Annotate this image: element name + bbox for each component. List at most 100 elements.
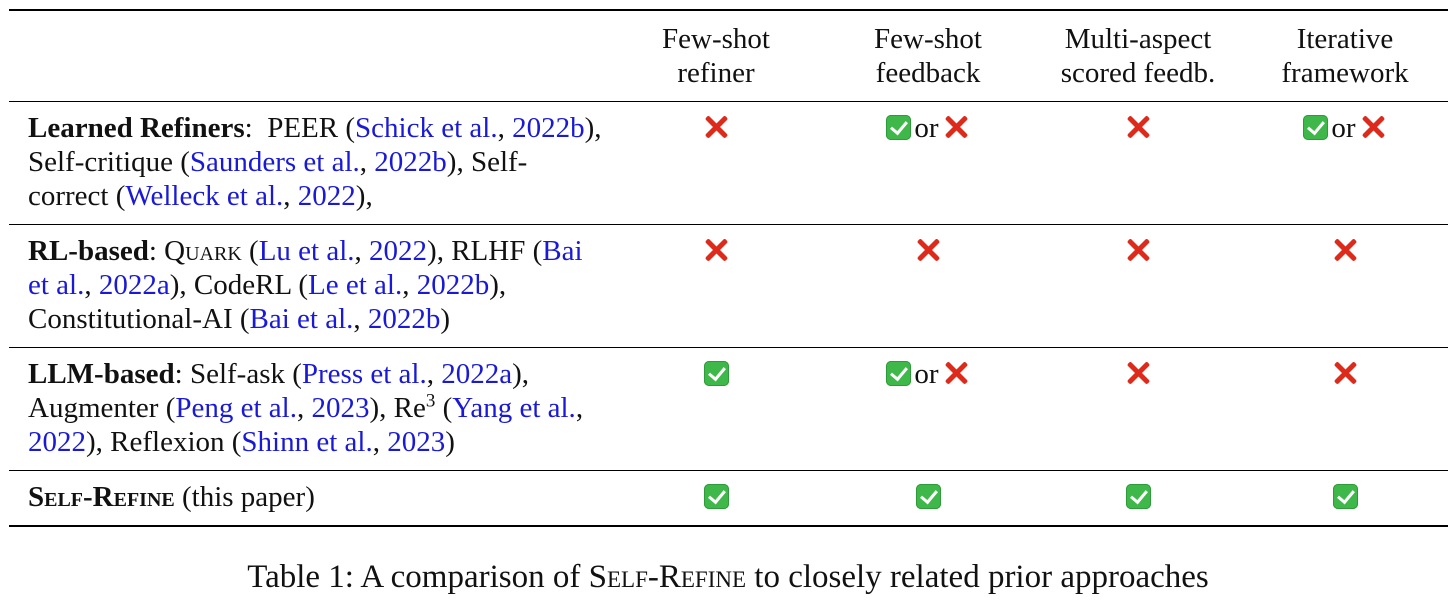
- approach-text: ),: [355, 180, 373, 212]
- category-separator: :: [148, 235, 157, 267]
- category-name: Self-Refine: [28, 481, 175, 513]
- citation-link[interactable]: Shinn et al.: [241, 426, 373, 458]
- cross-mark-icon: [702, 113, 730, 141]
- citation-link[interactable]: 2022b: [374, 146, 447, 178]
- citation-link[interactable]: Bai et al.: [28, 235, 590, 301]
- mark-cell: [1242, 348, 1448, 471]
- category-name: RL-based: [28, 235, 149, 267]
- mark-cell: [1034, 348, 1242, 471]
- citation-link[interactable]: 2022b: [512, 112, 585, 144]
- superscript: 3: [425, 390, 436, 412]
- header-approach: [9, 10, 610, 102]
- check-mark-icon: [703, 484, 729, 509]
- approach-cell: RL-based: Quark (Lu et al., 2022), RLHF …: [9, 225, 610, 348]
- mark-cell: [610, 348, 822, 471]
- table-header-row: Few-shot refiner Few-shot feedback Multi…: [9, 10, 1448, 102]
- cross-mark-icon: [1124, 236, 1152, 264]
- cross-mark-icon: [1124, 113, 1152, 141]
- caption-method-name: Self-Refine: [588, 559, 747, 595]
- cross-mark-icon: [1331, 359, 1359, 387]
- approach-text: ,: [283, 180, 298, 212]
- header-line: Few-shot: [874, 23, 982, 55]
- cross-mark-icon: [942, 113, 970, 141]
- cross-mark-icon: [702, 236, 730, 264]
- header-multi-aspect: Multi-aspect scored feedb.: [1034, 10, 1242, 102]
- citation-link[interactable]: Le et al.: [308, 269, 403, 301]
- approach-text: ,: [497, 112, 513, 144]
- citation-link[interactable]: Yang et al.: [452, 392, 576, 424]
- cross-mark-icon: [942, 359, 970, 387]
- or-text: or: [914, 358, 939, 390]
- table-row: Learned Refiners: PEER (Schick et al., 2…: [9, 101, 1448, 225]
- citation-link[interactable]: 2023: [387, 426, 446, 458]
- mark-cell: [1242, 471, 1448, 527]
- mark-cell: or: [822, 102, 1034, 225]
- header-line: scored feedb.: [1060, 57, 1216, 89]
- citation-link[interactable]: 2022: [28, 426, 86, 458]
- citation-link[interactable]: Saunders et al.: [189, 146, 360, 178]
- mark-cell: [822, 225, 1034, 348]
- or-text: or: [1331, 112, 1356, 144]
- cross-mark-icon: [1331, 236, 1359, 264]
- approach-text: Quark: [164, 235, 242, 267]
- header-line: framework: [1281, 57, 1409, 89]
- approach-text: ), Re: [369, 392, 426, 424]
- approach-text: ,: [402, 269, 417, 301]
- header-line: Iterative: [1296, 23, 1394, 55]
- approach-text: ), Self-correct (: [28, 146, 528, 212]
- citation-link[interactable]: Schick et al.: [355, 112, 498, 144]
- approach-cell: Self-Refine (this paper): [9, 471, 610, 527]
- cross-mark-icon: [1359, 113, 1387, 141]
- mark-cell: [610, 471, 822, 527]
- category-separator: :: [174, 358, 183, 390]
- approach-text: ), Augmenter (: [28, 358, 535, 424]
- citation-link[interactable]: Bai et al.: [249, 303, 354, 335]
- citation-link[interactable]: 2022a: [441, 358, 513, 390]
- citation-link[interactable]: 2022: [369, 235, 428, 267]
- approach-text: ): [445, 426, 455, 458]
- mark-cell: [610, 225, 822, 348]
- header-line: refiner: [677, 57, 755, 89]
- approach-text: (: [241, 235, 259, 267]
- or-text: or: [914, 112, 939, 144]
- check-mark-icon: [886, 361, 912, 386]
- check-mark-icon: [1125, 484, 1151, 509]
- table-row: LLM-based: Self-ask (Press et al., 2022a…: [9, 347, 1448, 471]
- approach-text: ,: [84, 269, 99, 301]
- citation-link[interactable]: Press et al.: [301, 358, 427, 390]
- approach-text: ): [440, 303, 451, 335]
- mark-cell: [610, 102, 822, 225]
- table-body: Learned Refiners: PEER (Schick et al., 2…: [9, 101, 1448, 527]
- mark-cell: or: [1242, 102, 1448, 225]
- approach-text: ,: [372, 426, 388, 458]
- approach-text: ), Self-critique (: [28, 112, 609, 178]
- citation-link[interactable]: 2022a: [98, 269, 170, 301]
- approach-text: PEER (: [252, 112, 356, 144]
- category-name: LLM-based: [28, 358, 175, 390]
- check-mark-icon: [1332, 484, 1358, 509]
- header-few-shot-feedback: Few-shot feedback: [822, 10, 1034, 102]
- citation-link[interactable]: 2022: [297, 180, 356, 212]
- citation-link[interactable]: Welleck et al.: [125, 180, 284, 212]
- approach-text: ,: [353, 303, 368, 335]
- citation-link[interactable]: 2022b: [367, 303, 441, 335]
- citation-link[interactable]: Peng et al.: [175, 392, 297, 424]
- approach-text: (this paper): [174, 481, 315, 513]
- citation-link[interactable]: Lu et al.: [258, 235, 355, 267]
- header-iterative-framework: Iterative framework: [1242, 10, 1448, 102]
- header-line: feedback: [875, 57, 981, 89]
- check-mark-icon: [1303, 115, 1329, 140]
- approach-text: ), CodeRL (: [169, 269, 308, 301]
- mark-cell: [822, 471, 1034, 527]
- approach-text: Self-ask (: [182, 358, 302, 390]
- citation-link[interactable]: 2022b: [416, 269, 490, 301]
- approach-text: ,: [296, 392, 312, 424]
- mark-cell: [1034, 225, 1242, 348]
- table-row: Self-Refine (this paper): [9, 470, 1448, 527]
- approach-cell: Learned Refiners: PEER (Schick et al., 2…: [9, 102, 610, 225]
- cross-mark-icon: [914, 236, 942, 264]
- approach-text: ), Constitutional-AI (: [28, 269, 514, 335]
- header-line: Multi-aspect: [1064, 23, 1212, 55]
- citation-link[interactable]: 2023: [311, 392, 370, 424]
